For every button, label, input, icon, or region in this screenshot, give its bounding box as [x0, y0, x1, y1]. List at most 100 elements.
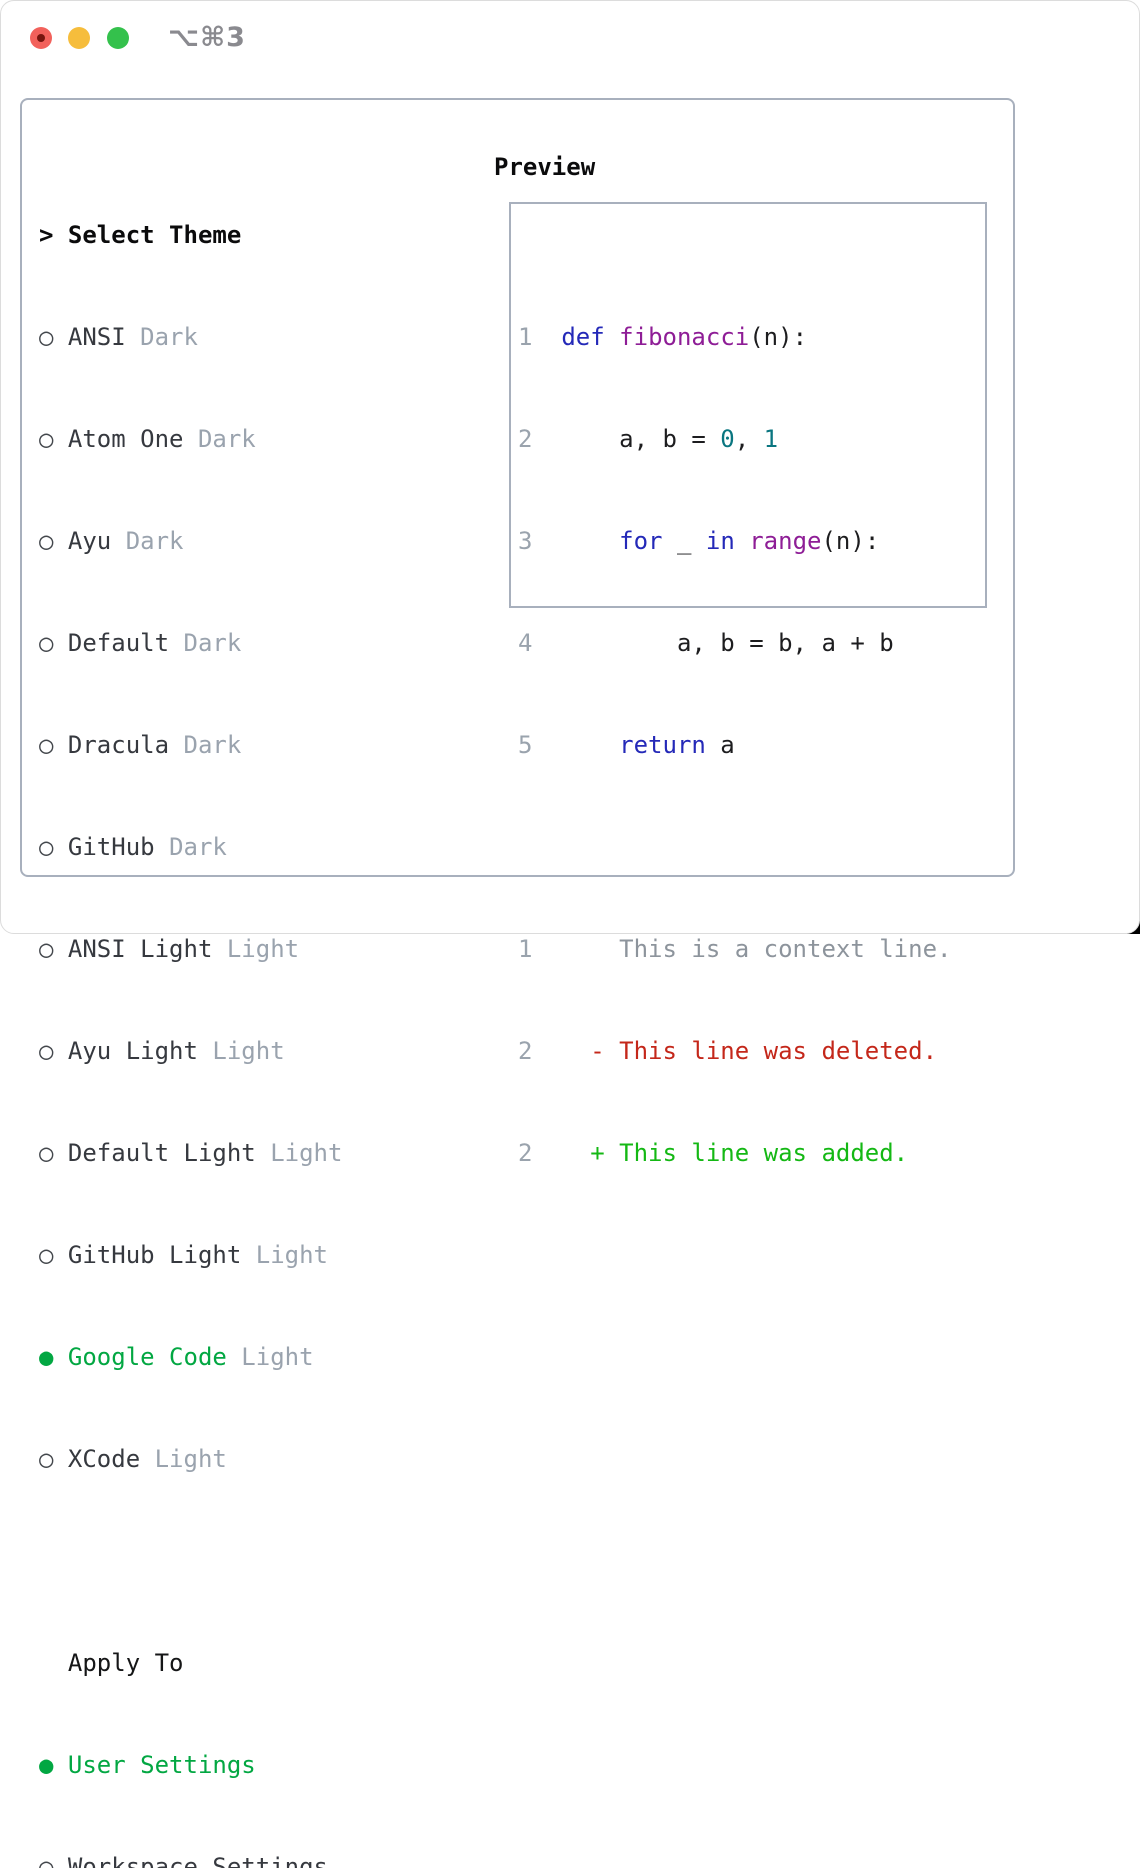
- token-lit: 0: [720, 425, 735, 453]
- token-pl: ,: [734, 425, 764, 453]
- code-line-3: 3 for _ in range(n):: [518, 524, 951, 558]
- token-num: 5: [518, 731, 533, 759]
- code-blank-line: [518, 830, 951, 864]
- token-pl: [532, 731, 619, 759]
- token-mk: ○: [39, 425, 68, 453]
- token-num: 2: [518, 1139, 533, 1167]
- theme-option-ansi-light[interactable]: ○ ANSI Light Light: [39, 932, 489, 966]
- token-pl: [532, 527, 619, 555]
- token-sel: User Settings: [67, 1751, 256, 1779]
- theme-option-default-dark[interactable]: ○ Default Dark: [39, 626, 489, 660]
- token-name: Workspace Settings: [67, 1853, 328, 1868]
- token-mksel: ●: [39, 1343, 68, 1371]
- token-mk: ○: [39, 1139, 68, 1167]
- token-pl: (n):: [821, 527, 880, 555]
- token-num: 2: [518, 425, 533, 453]
- theme-list: > Select Theme ○ ANSI Dark ○ Atom One Da…: [39, 150, 489, 1868]
- token-pl: (n):: [749, 323, 808, 351]
- apply-to-header: Apply To: [39, 1646, 489, 1680]
- theme-option-xcode[interactable]: ○ XCode Light: [39, 1442, 489, 1476]
- code-line-5: 5 return a: [518, 728, 951, 762]
- code-line-4: 4 a, b = b, a + b: [518, 626, 951, 660]
- token-hdr: > Select Theme: [39, 221, 242, 249]
- theme-option-dracula-dark[interactable]: ○ Dracula Dark: [39, 728, 489, 762]
- token-mk: ○: [39, 1241, 68, 1269]
- token-pl: a, b = b, a + b: [532, 629, 894, 657]
- minimize-button[interactable]: [68, 27, 90, 49]
- token-name: Ayu Light: [67, 1037, 213, 1065]
- token-kw: return: [619, 731, 706, 759]
- token-name: ANSI: [67, 323, 141, 351]
- token-name: Ayu: [67, 527, 126, 555]
- preview-title: Preview: [494, 153, 596, 181]
- token-kw: for: [619, 527, 663, 555]
- token-mk: ○: [39, 1853, 68, 1868]
- token-pl: [532, 323, 561, 351]
- window-title: ⌥⌘3: [168, 22, 246, 53]
- token-variant: Light: [241, 1343, 314, 1371]
- token-variant: Dark: [125, 527, 184, 555]
- token-num: 1: [518, 323, 533, 351]
- token-fn: range: [749, 527, 822, 555]
- token-variant: Light: [255, 1241, 328, 1269]
- token-num: 1: [518, 935, 533, 963]
- diff-deleted-line: 2 - This line was deleted.: [518, 1034, 951, 1068]
- token-kw: def: [561, 323, 605, 351]
- token-pl: [605, 323, 619, 351]
- token-pl: _: [662, 527, 706, 555]
- token-sel: Google Code: [67, 1343, 242, 1371]
- token-variant: Dark: [183, 731, 242, 759]
- apply-option-user-settings[interactable]: ● User Settings: [39, 1748, 489, 1782]
- token-pl: a: [705, 731, 735, 759]
- token-name: GitHub: [67, 833, 170, 861]
- token-mk: ○: [39, 527, 68, 555]
- token-name: Dracula: [67, 731, 184, 759]
- token-mk: ○: [39, 833, 68, 861]
- token-name: ANSI Light: [67, 935, 227, 963]
- token-num: 2: [518, 1037, 533, 1065]
- token-variant: Dark: [183, 629, 242, 657]
- token-pl: [735, 527, 749, 555]
- token-kw: in: [705, 527, 735, 555]
- token-fn: fibonacci: [619, 323, 750, 351]
- code-line-1: 1 def fibonacci(n):: [518, 320, 951, 354]
- token-name: GitHub Light: [67, 1241, 256, 1269]
- token-variant: Light: [154, 1445, 227, 1473]
- theme-option-atom-one-dark[interactable]: ○ Atom One Dark: [39, 422, 489, 456]
- token-add: + This line was added.: [532, 1139, 909, 1167]
- preview-pane: [509, 202, 987, 608]
- diff-added-line: 2 + This line was added.: [518, 1136, 951, 1170]
- token-del: - This line was deleted.: [532, 1037, 938, 1065]
- token-mksel: ●: [39, 1751, 68, 1779]
- token-lit: 1: [763, 425, 779, 453]
- theme-option-default-light[interactable]: ○ Default Light Light: [39, 1136, 489, 1170]
- token-variant: Dark: [169, 833, 227, 861]
- token-pl: a, b =: [532, 425, 721, 453]
- token-mk: ○: [39, 1445, 68, 1473]
- token-ctx: This is a context line.: [532, 935, 952, 963]
- token-num: 4: [518, 629, 533, 657]
- token-variant: Dark: [197, 425, 256, 453]
- theme-option-github-dark[interactable]: ○ GitHub Dark: [39, 830, 489, 864]
- token-hdr2: Apply To: [39, 1649, 184, 1677]
- theme-option-ayu-dark[interactable]: ○ Ayu Dark: [39, 524, 489, 558]
- token-mk: ○: [39, 935, 68, 963]
- theme-option-github-light[interactable]: ○ GitHub Light Light: [39, 1238, 489, 1272]
- preview-code: 1 def fibonacci(n): 2 a, b = 0, 1 3 for …: [518, 252, 951, 1238]
- zoom-button[interactable]: [107, 27, 129, 49]
- theme-option-google-code-selected[interactable]: ● Google Code Light: [39, 1340, 489, 1374]
- token-mk: ○: [39, 1037, 68, 1065]
- token-mk: ○: [39, 629, 68, 657]
- apply-option-workspace-settings[interactable]: ○ Workspace Settings: [39, 1850, 489, 1868]
- theme-option-ayu-light[interactable]: ○ Ayu Light Light: [39, 1034, 489, 1068]
- titlebar: ⌥⌘3: [1, 1, 1139, 76]
- close-button[interactable]: [30, 27, 52, 49]
- code-line-2: 2 a, b = 0, 1: [518, 422, 951, 456]
- token-variant: Light: [270, 1139, 343, 1167]
- token-name: Atom One: [67, 425, 198, 453]
- token-variant: Light: [226, 935, 300, 963]
- theme-option-ansi-dark[interactable]: ○ ANSI Dark: [39, 320, 489, 354]
- token-mk: ○: [39, 323, 68, 351]
- token-name: Default: [67, 629, 184, 657]
- token-variant: Light: [212, 1037, 285, 1065]
